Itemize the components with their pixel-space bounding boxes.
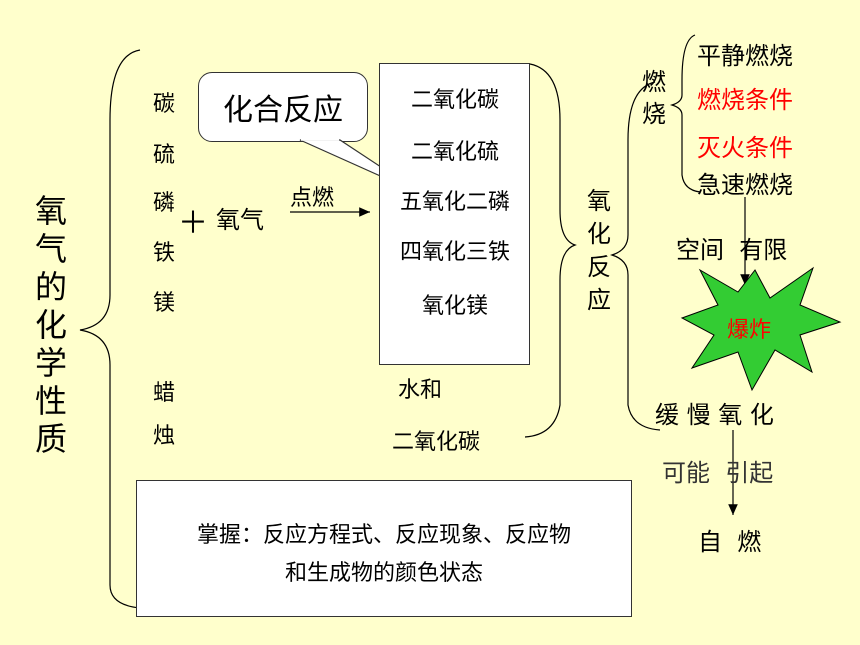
- product-co2: 二氧化碳: [410, 88, 499, 113]
- product-so2: 二氧化硫: [410, 140, 499, 165]
- plus-sign: ＋: [178, 206, 208, 241]
- summary-box: 掌握：反应方程式、反应现象、反应物 和生成物的颜色状态: [136, 480, 632, 617]
- oxygen-label: 氧气: [216, 206, 264, 234]
- product-p2o5: 五氧化二磷: [399, 190, 510, 215]
- products-box: [379, 63, 530, 365]
- rapid-combustion: 急速燃烧: [697, 171, 793, 199]
- element-sulfur: 硫: [152, 143, 175, 168]
- slow-oxidation: 缓 慢 氧 化: [655, 401, 774, 429]
- main-title: 氧 气 的 化 学 性 质: [34, 192, 67, 458]
- oxidation-label: 氧 化 反 应: [587, 187, 611, 314]
- element-phosphorus: 磷: [152, 191, 175, 216]
- explosion-label: 爆炸: [727, 318, 772, 343]
- main-brace: [79, 49, 141, 609]
- oxidation-brace: [609, 81, 661, 431]
- product-fe3o4: 四氧化三铁: [399, 240, 510, 265]
- explosion-shape: [680, 266, 842, 392]
- element-magnesium: 镁: [152, 291, 175, 316]
- combination-callout: 化合反应: [198, 72, 368, 142]
- products-brace: [524, 63, 577, 438]
- candle-product-co2: 二氧化碳: [392, 430, 481, 455]
- product-mgo: 氧化镁: [421, 294, 488, 319]
- combustion-condition: 燃烧条件: [697, 86, 793, 114]
- element-carbon: 碳: [152, 92, 175, 117]
- combustion-label: 燃 烧: [642, 68, 666, 128]
- ignite-label: 点燃: [290, 186, 335, 211]
- element-candle-1: 蜡: [152, 381, 175, 406]
- calm-combustion: 平静燃烧: [697, 42, 793, 70]
- summary-line-1: 掌握：反应方程式、反应现象、反应物: [196, 523, 571, 548]
- may-cause: 可能 引起: [662, 459, 774, 487]
- element-candle-2: 烛: [152, 424, 175, 449]
- candle-product-water: 水和: [398, 378, 443, 403]
- combustion-brace: [669, 34, 701, 193]
- spontaneous-combustion: 自 燃: [698, 528, 762, 556]
- space-limited: 空间 有限: [676, 236, 788, 264]
- element-iron: 铁: [152, 241, 175, 266]
- summary-line-2: 和生成物的颜色状态: [284, 561, 483, 586]
- extinguish-condition: 灭火条件: [697, 134, 793, 162]
- callout-label: 化合反应: [223, 93, 343, 128]
